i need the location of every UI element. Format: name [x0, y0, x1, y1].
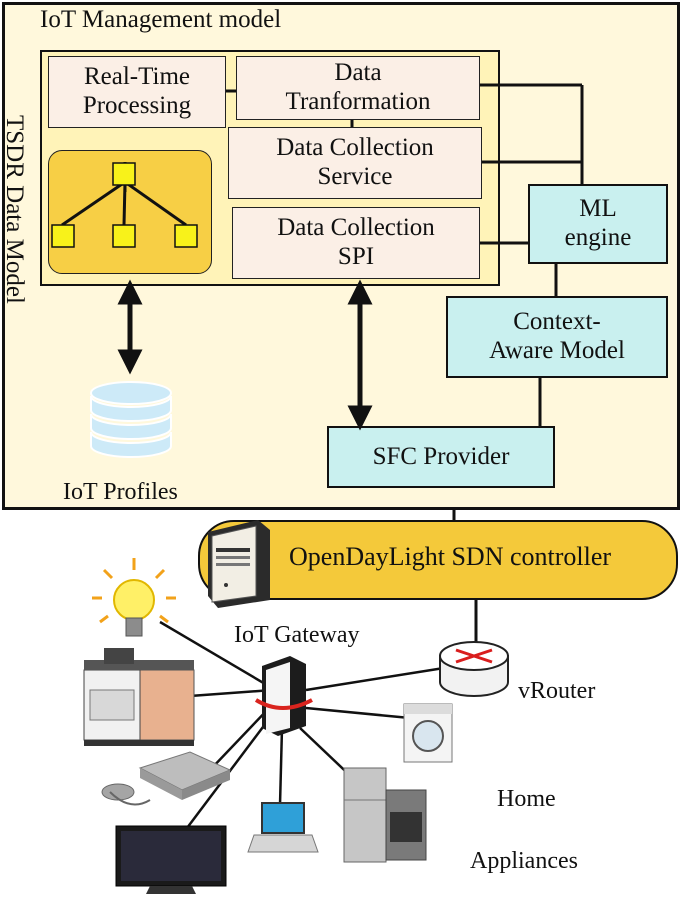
light-bulb-icon — [92, 558, 176, 637]
stove-icon — [83, 648, 195, 746]
data-transformation-block: Data Tranformation — [236, 56, 480, 120]
collection-spi-line-1: Data Collection — [277, 214, 435, 242]
tree-leaf-node — [112, 224, 136, 248]
iot-management-title: IoT Management model — [40, 6, 282, 33]
collection-spi-line-2: SPI — [337, 243, 375, 270]
tree-leaf-node — [174, 224, 198, 248]
bidirectional-arrows — [117, 279, 373, 431]
data-collection-service-block: Data Collection Service — [228, 127, 482, 199]
game-console-icon — [101, 751, 232, 806]
server-icon — [208, 520, 270, 608]
router-icon — [439, 641, 509, 697]
ml-engine-block: ML engine — [528, 184, 668, 264]
home-label: Home — [497, 786, 556, 812]
iot-profiles-label: IoT Profiles — [63, 479, 178, 505]
vrouter-label: vRouter — [518, 678, 596, 704]
tree-leaf-node — [51, 224, 75, 248]
database-icon — [90, 381, 172, 458]
realtime-processing-block: Real-Time Processing — [48, 56, 226, 128]
ml-engine-line-2: engine — [564, 224, 632, 251]
laptop-icon — [247, 802, 319, 853]
tree-root-node — [112, 162, 136, 186]
gateway-device-icon — [254, 656, 313, 736]
sdn-controller-label: OpenDayLight SDN controller — [289, 542, 612, 571]
television-icon — [115, 825, 227, 894]
appliances-label: Appliances — [470, 848, 578, 874]
context-aware-line-1: Context- — [513, 308, 601, 336]
connector-lines — [226, 83, 584, 650]
sdn-controller-bar — [198, 520, 678, 600]
context-aware-model-block: Context- Aware Model — [446, 296, 668, 378]
washing-machine-icon — [403, 703, 453, 763]
ml-engine-line-1: ML — [579, 195, 617, 223]
collection-service-line-1: Data Collection — [276, 134, 434, 162]
sfc-provider-block: SFC Provider — [327, 426, 555, 488]
transform-line-1: Data — [334, 59, 382, 87]
realtime-line-1: Real-Time — [83, 63, 191, 91]
context-aware-line-2: Aware Model — [489, 337, 625, 364]
transform-line-2: Tranformation — [285, 88, 431, 115]
data-collection-spi-block: Data Collection SPI — [232, 207, 480, 279]
collection-service-line-2: Service — [317, 163, 393, 190]
iot-gateway-label: IoT Gateway — [234, 622, 360, 648]
refrigerator-icon — [343, 767, 427, 863]
sfc-provider-label: SFC Provider — [372, 442, 510, 470]
realtime-line-2: Processing — [82, 92, 192, 119]
